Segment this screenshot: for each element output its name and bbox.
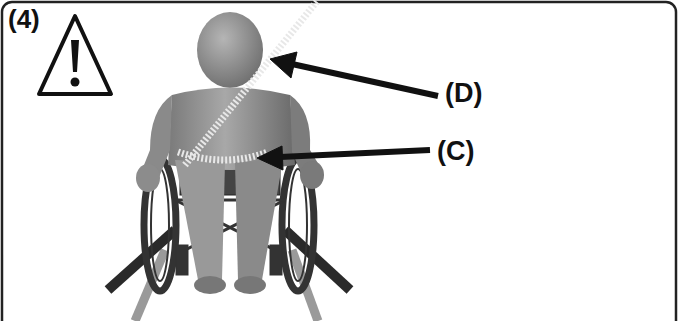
occupant [136, 12, 324, 294]
callout-letter: (C) [437, 138, 474, 165]
callout-letter: (D) [445, 80, 482, 107]
leader-arrows [257, 52, 438, 170]
warning-symbol [39, 16, 111, 94]
figure-number: (4) [8, 6, 40, 32]
seat-belts [178, 0, 318, 165]
